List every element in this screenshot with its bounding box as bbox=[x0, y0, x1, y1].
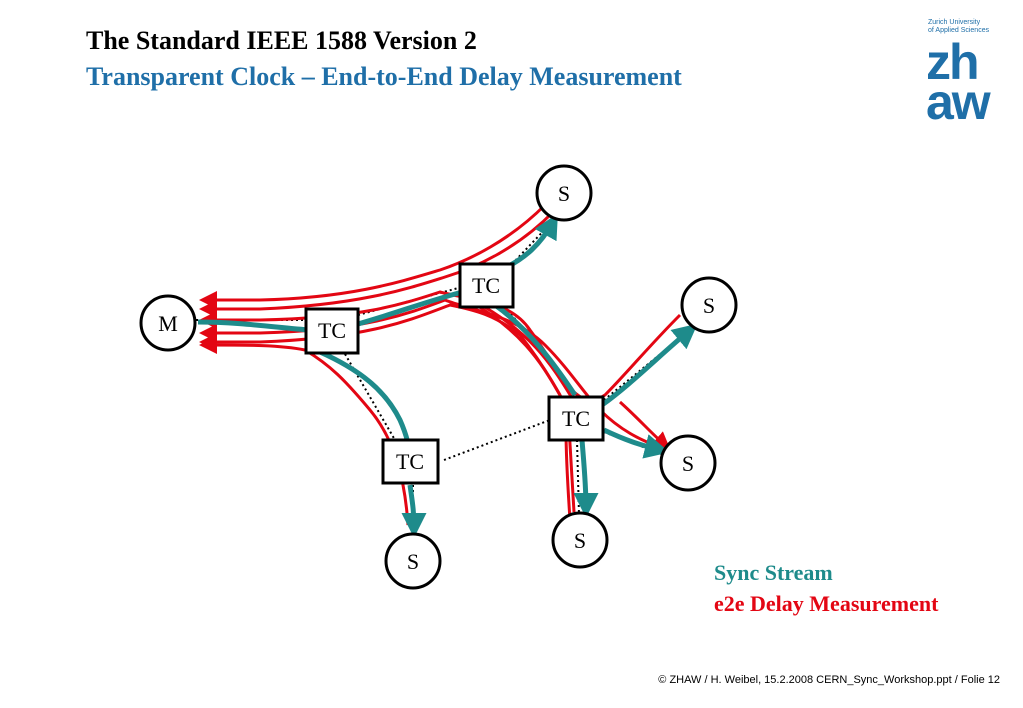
sync-tc-c-to-slave-right bbox=[600, 323, 698, 408]
e2e-path-from-slave-right bbox=[199, 290, 682, 402]
legend-e2e-delay: e2e Delay Measurement bbox=[714, 591, 939, 616]
tc-node-d: TC bbox=[381, 438, 440, 485]
tc-a-label: TC bbox=[318, 318, 346, 343]
university-name: Zurich University of Applied Sciences bbox=[928, 19, 989, 35]
e2e-delay-paths bbox=[199, 203, 682, 526]
slave-node-right: S bbox=[680, 276, 738, 334]
slave-bottom-left-label: S bbox=[407, 549, 419, 574]
university-name-line2: of Applied Sciences bbox=[928, 27, 990, 34]
sync-master-to-tc-a bbox=[197, 319, 311, 333]
tc-node-c: TC bbox=[547, 395, 605, 442]
tc-b-label: TC bbox=[472, 273, 500, 298]
slave-node-bottom-mid: S bbox=[551, 511, 609, 569]
slide-subtitle: Transparent Clock – End-to-End Delay Mea… bbox=[86, 62, 682, 91]
sync-tc-d-to-slave bbox=[401, 484, 427, 538]
slave-mid-right-label: S bbox=[682, 451, 694, 476]
sync-tc-c-to-slave-bottom bbox=[573, 439, 599, 518]
sync-tc-c-to-slave-mid bbox=[602, 427, 670, 459]
sync-tc-a-to-tc-b bbox=[357, 287, 471, 327]
e2e-path-from-slave-top bbox=[199, 203, 547, 309]
tc-node-b: TC bbox=[458, 262, 515, 309]
master-node: M bbox=[139, 294, 197, 352]
tc-c-label: TC bbox=[562, 406, 590, 431]
slave-bottom-mid-label: S bbox=[574, 528, 586, 553]
link-tc-d-tc-c bbox=[443, 419, 551, 461]
slave-node-bottom-left: S bbox=[384, 532, 442, 590]
master-label: M bbox=[158, 311, 178, 336]
logo-mark-bottom: aw bbox=[926, 74, 991, 130]
slide-title: The Standard IEEE 1588 Version 2 bbox=[86, 26, 477, 55]
e2e-path-from-slave-bottom-left bbox=[199, 336, 410, 526]
zhaw-logo: zh aw bbox=[926, 34, 991, 130]
slave-node-mid-right: S bbox=[659, 434, 717, 492]
link-tc-c-slave-bottom bbox=[576, 439, 580, 516]
e2e-extra-1 bbox=[467, 298, 562, 396]
slide-footer: © ZHAW / H. Weibel, 15.2.2008 CERN_Sync_… bbox=[658, 674, 1000, 686]
university-name-line1: Zurich University bbox=[928, 19, 981, 26]
tc-d-label: TC bbox=[396, 449, 424, 474]
slave-top-label: S bbox=[558, 181, 570, 206]
slave-node-top: S bbox=[535, 164, 593, 222]
sync-tc-b-to-tc-c bbox=[493, 302, 578, 397]
slave-right-label: S bbox=[703, 293, 715, 318]
e2e-path-from-slave-top-b bbox=[199, 210, 555, 318]
e2e-extra-2 bbox=[475, 300, 574, 399]
legend-sync-stream: Sync Stream bbox=[714, 560, 833, 585]
tc-node-a: TC bbox=[304, 307, 360, 355]
logo-mark-top: zh bbox=[926, 34, 980, 90]
sync-stream-paths bbox=[197, 213, 698, 538]
